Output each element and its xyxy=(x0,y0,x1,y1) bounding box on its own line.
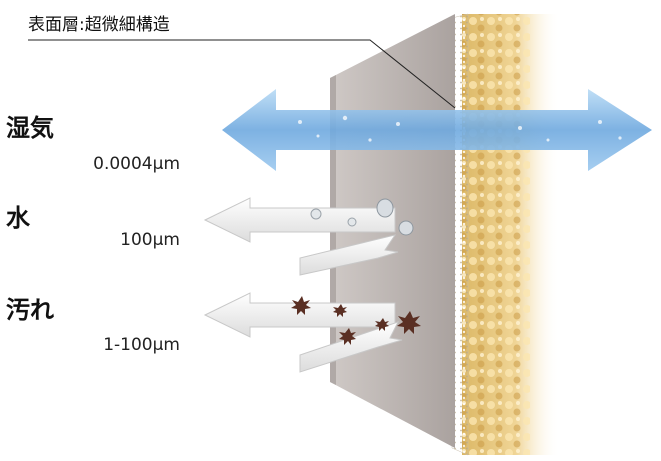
moisture-label: 湿気 xyxy=(6,114,54,142)
water-in-arrow xyxy=(299,234,399,276)
leader-line xyxy=(28,39,456,109)
dirt-in-arrow xyxy=(299,321,403,373)
dirt-label: 汚れ xyxy=(6,296,54,324)
dirt-out-arrow xyxy=(203,292,396,338)
water-size: 100μm xyxy=(120,230,180,250)
water-out-arrow xyxy=(203,197,396,243)
foam-layer xyxy=(462,14,560,455)
moisture-droplets xyxy=(298,115,622,142)
moisture-arrow xyxy=(222,89,652,171)
dirt-particles xyxy=(291,296,421,345)
water-label: 水 xyxy=(6,204,30,232)
dirt-size: 1-100μm xyxy=(103,335,180,355)
surface-layer-label: 表面層:超微細構造 xyxy=(28,15,170,35)
water-drops xyxy=(310,198,414,236)
moisture-size: 0.0004μm xyxy=(93,154,180,174)
